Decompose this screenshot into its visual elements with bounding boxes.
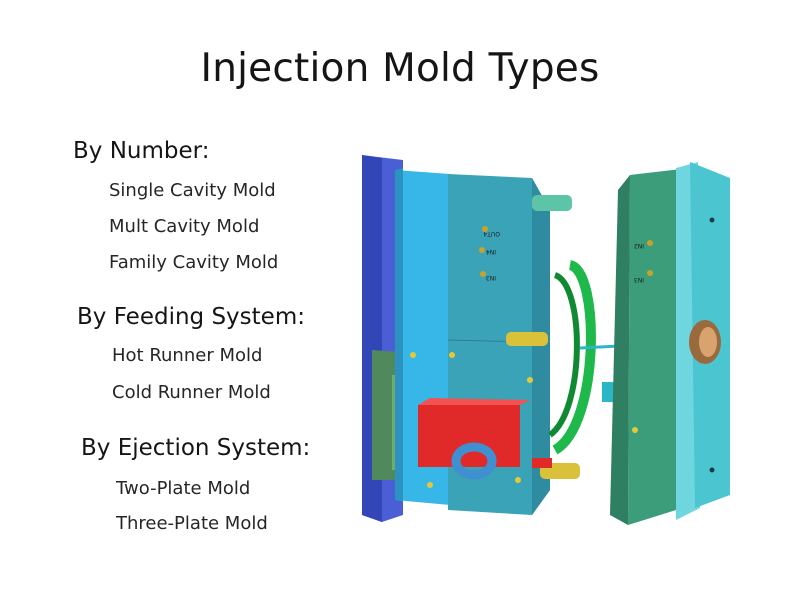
list-item: Two-Plate Mold — [116, 478, 251, 499]
list-item: Hot Runner Mold — [112, 345, 263, 366]
list-item: Cold Runner Mold — [112, 382, 271, 403]
guide-pins — [506, 195, 616, 479]
runner-ring — [548, 260, 621, 455]
b-plate-labels: IN2 IN3 — [634, 240, 653, 283]
part-label: IN4 — [486, 248, 496, 255]
part-label: IN2 — [634, 242, 644, 249]
a-plate-labels: OUT4 IN4 IN3 — [479, 226, 500, 281]
red-block — [418, 398, 530, 467]
list-item: Family Cavity Mold — [109, 252, 279, 273]
list-item: Mult Cavity Mold — [109, 216, 260, 237]
eye-bolt — [451, 442, 497, 480]
list-item: Single Cavity Mold — [109, 180, 276, 201]
heading-by-feeding-system: By Feeding System: — [77, 304, 305, 330]
heading-by-number: By Number: — [73, 138, 210, 164]
list-item: Three-Plate Mold — [116, 513, 268, 534]
heading-by-ejection-system: By Ejection System: — [81, 435, 311, 461]
exploded-injection-mold-illustration: OUT4 IN4 IN3 IN2 IN3 — [362, 155, 730, 525]
part-label: OUT4 — [483, 230, 500, 237]
page-title: Injection Mold Types — [200, 46, 600, 91]
moving-clamp-plate — [676, 162, 730, 520]
part-label: IN3 — [634, 276, 644, 283]
part-label: IN3 — [486, 274, 496, 281]
